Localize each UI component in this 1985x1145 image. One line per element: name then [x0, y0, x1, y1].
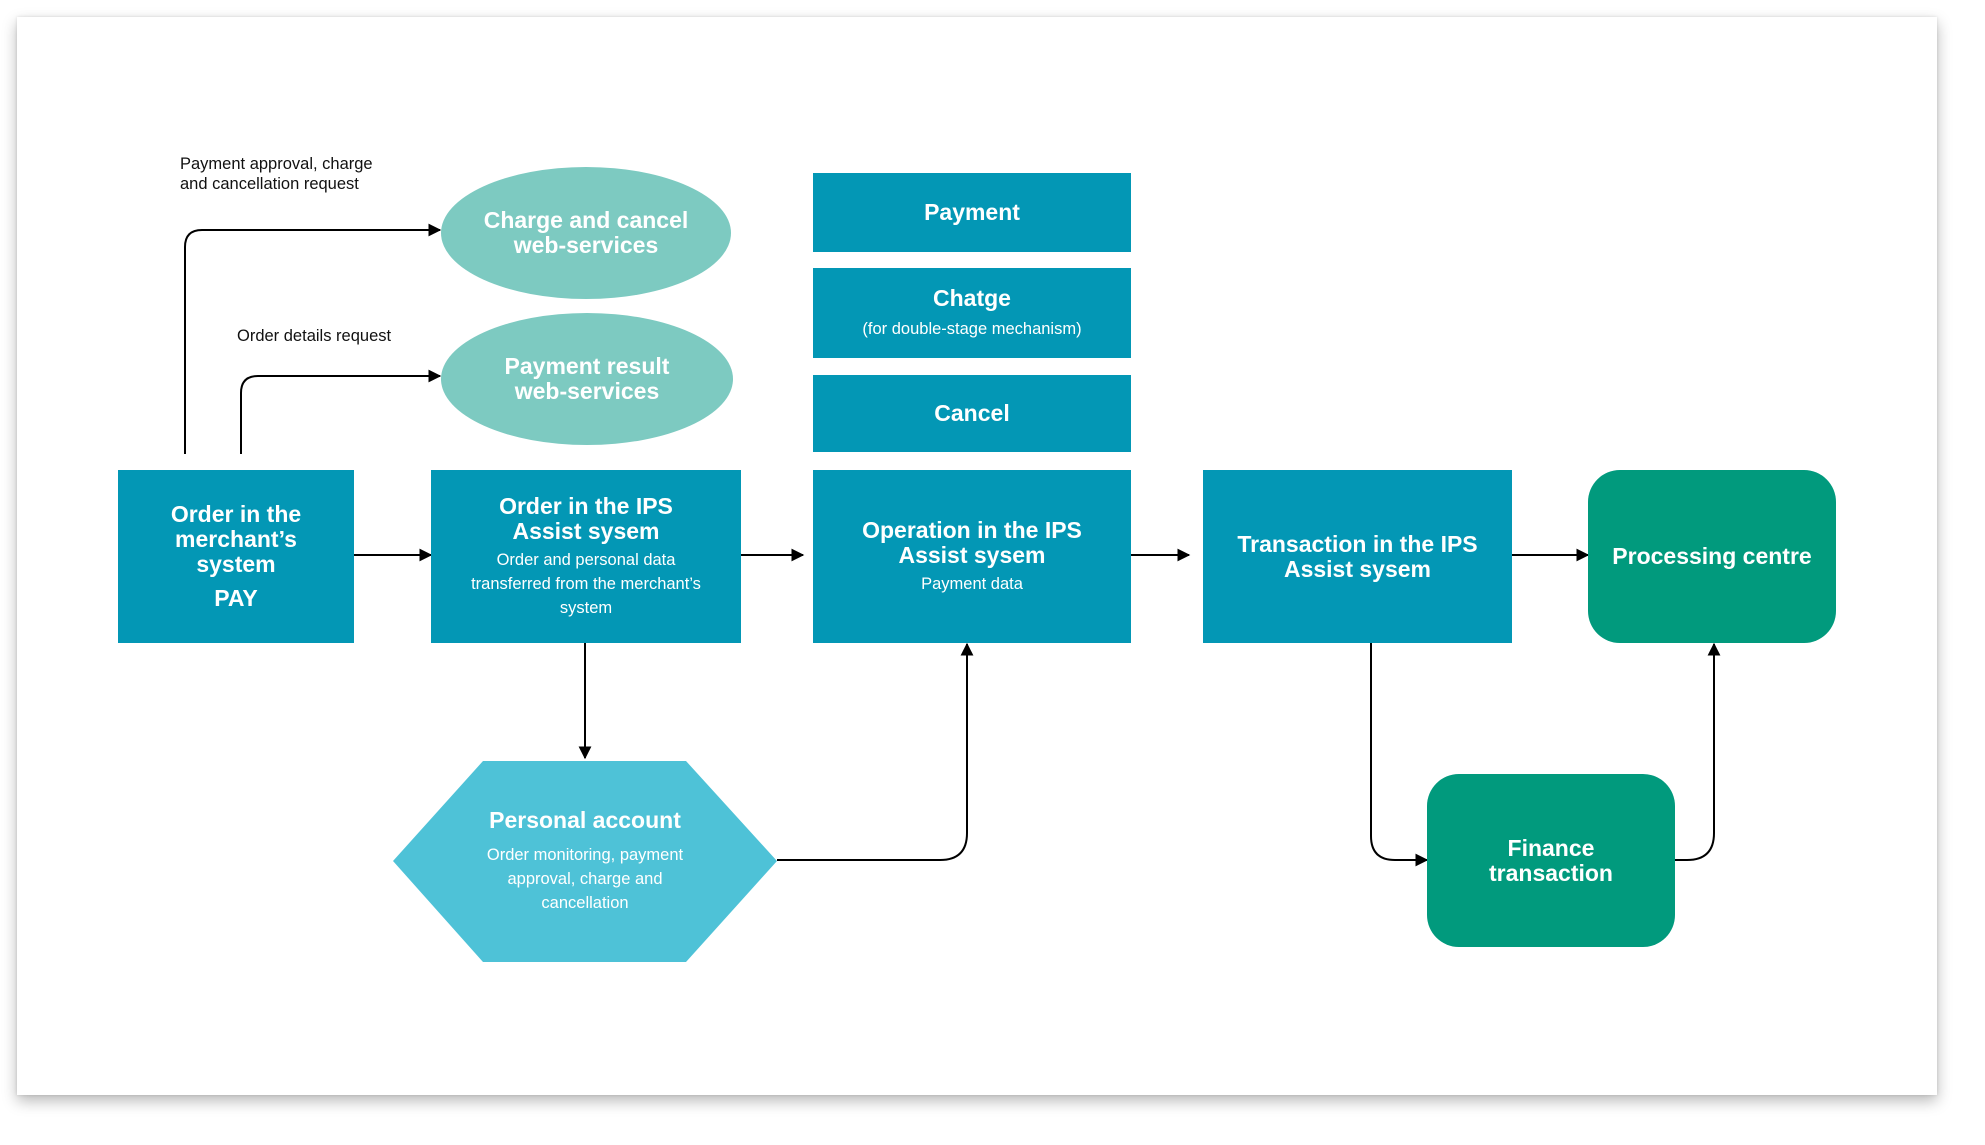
edge-transaction-to-finance [1370, 640, 1429, 867]
finance-transaction-title: Finance transaction [1489, 834, 1613, 886]
order-in-merchant-system-title: Order in the merchant’s system [170, 500, 302, 577]
order-in-ips-system: Order in the IPS Assist sysem Order and … [431, 470, 741, 643]
order-in-ips-system-title: Order in the IPS Assist sysem [499, 492, 673, 544]
operation-in-ips-system: Operation in the IPS Assist sysem Paymen… [813, 470, 1131, 643]
order-in-merchant-system: Order in the merchant’s system PAY [118, 470, 354, 643]
charge-cancel-webservices-title: Charge and cancel web-services [483, 207, 689, 258]
cancel-box: Cancel [813, 375, 1131, 452]
charge-cancel-webservices: Charge and cancel web-services [441, 167, 731, 299]
payment-box: Payment [813, 173, 1131, 252]
charge-box-title: Chatge [933, 284, 1011, 311]
label-approval-request: Payment approval, charge and cancellatio… [180, 155, 373, 193]
personal-account-title: Personal account [489, 807, 681, 833]
operation-in-ips-system-title: Operation in the IPS Assist sysem [862, 516, 1082, 568]
payment-result-webservices: Payment result web-services [441, 313, 733, 445]
edge-merchant-to-result-ws [240, 369, 442, 454]
edge-personal-account-to-operation [777, 642, 974, 861]
transaction-in-ips-system: Transaction in the IPS Assist sysem [1203, 470, 1512, 643]
edge-merchant-to-charge-ws [184, 223, 442, 454]
charge-box-subtitle: (for double-stage mechanism) [862, 319, 1082, 338]
pay-button-label: PAY [214, 584, 258, 611]
finance-transaction: Finance transaction [1427, 774, 1675, 947]
charge-box: Chatge (for double-stage mechanism) [813, 268, 1131, 358]
personal-account: Personal account Order monitoring, payme… [393, 761, 777, 962]
transaction-in-ips-system-title: Transaction in the IPS Assist sysem [1237, 530, 1478, 582]
diagram-canvas: Payment approval, charge and cancellatio… [17, 17, 1937, 1095]
processing-centre-title: Processing centre [1612, 543, 1812, 569]
order-in-ips-system-subtitle: Order and personal data transferred from… [471, 550, 701, 617]
payment-result-webservices-title: Payment result web-services [504, 353, 670, 404]
personal-account-subtitle: Order monitoring, payment approval, char… [486, 846, 684, 912]
payment-box-title: Payment [924, 199, 1020, 225]
processing-centre: Processing centre [1588, 470, 1836, 643]
cancel-box-title: Cancel [934, 400, 1010, 426]
personal-account-hexagon-shape [393, 761, 777, 962]
connectors [184, 223, 1721, 867]
label-order-details-request: Order details request [237, 327, 392, 345]
operation-in-ips-system-subtitle: Payment data [921, 574, 1023, 593]
edge-finance-to-processing [1655, 642, 1721, 861]
